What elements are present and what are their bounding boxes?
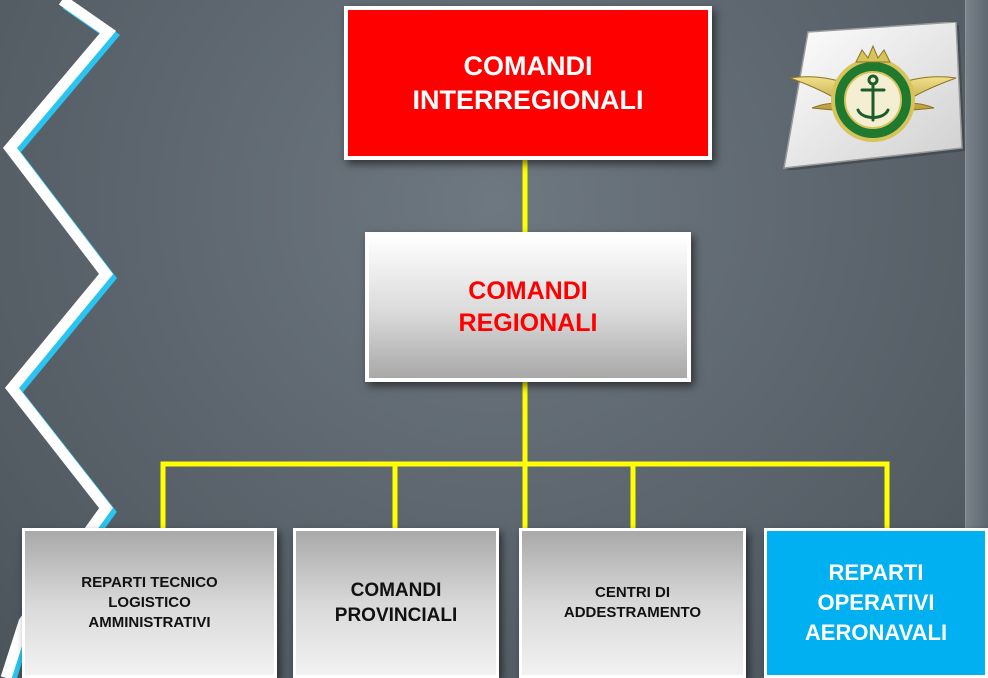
reparti-tecnico-label: REPARTI TECNICO LOGISTICO AMMINISTRATIVI (81, 574, 218, 631)
centri-addestramento-box: CENTRI DI ADDESTRAMENTO (519, 528, 746, 678)
reparti-tecnico-box: REPARTI TECNICO LOGISTICO AMMINISTRATIVI (22, 528, 277, 678)
comandi-provinciali-label: COMANDI PROVINCIALI (334, 580, 458, 626)
reparti-operativi-label: REPARTI OPERATIVI AERONAVALI (804, 560, 948, 645)
right-edge-strip (965, 0, 988, 678)
comandi-interregionali-label: COMANDI INTERREGIONALI (412, 51, 644, 115)
comandi-regionali-box: COMANDI REGIONALI (365, 232, 691, 382)
comandi-interregionali-box: COMANDI INTERREGIONALI (344, 6, 712, 160)
comandi-regionali-label: COMANDI REGIONALI (458, 277, 598, 337)
comandi-provinciali-box: COMANDI PROVINCIALI (293, 528, 499, 678)
air-naval-service-emblem-icon (783, 22, 965, 170)
reparti-operativi-box: REPARTI OPERATIVI AERONAVALI (764, 528, 988, 678)
centri-addestramento-label: CENTRI DI ADDESTRAMENTO (563, 584, 702, 621)
